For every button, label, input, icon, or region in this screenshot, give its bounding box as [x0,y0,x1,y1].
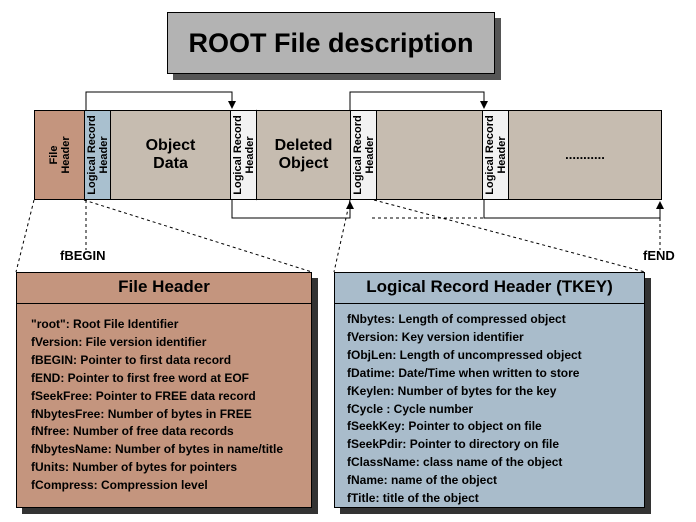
seg-lrh-1: Logical Record Header [85,111,111,199]
label-file-header: File Header [47,136,72,174]
field-line: fCompress: Compression level [31,478,208,493]
field-line: fClassName: class name of the object [347,455,563,470]
file-header-panel: File Header "root": Root File Identifier… [16,272,312,508]
field-line: fSeekKey: Pointer to object on file [347,419,542,434]
arrow-bottom-1 [231,200,354,219]
page-title: ROOT File description [188,27,474,58]
tkey-panel: Logical Record Header (TKEY) fNbytes: Le… [334,272,645,508]
field-line: fNbytes: Length of compressed object [347,312,566,326]
field-line: fBEGIN: Pointer to first data record [31,352,232,367]
field-line: fObjLen: Length of uncompressed object [347,347,582,362]
field-line: fName: name of the object [347,473,498,488]
field-line: fCycle : Cycle number [347,401,474,416]
seg-lrh-3: Logical Record Header [351,111,377,199]
fbegin-label: fBEGIN [60,248,106,263]
seg-deleted-object: Deleted Object [257,111,351,199]
label-ellipsis: ........... [565,147,605,162]
seg-lrh-4: Logical Record Header [483,111,509,199]
label-lrh-2: Logical Record Header [231,115,256,195]
field-line: fNbytesFree: Number of bytes in FREE [31,406,252,421]
tkey-title: Logical Record Header (TKEY) [366,277,613,296]
tkey-fields: fNbytes: Length of compressed object fVe… [347,311,582,508]
seg-lrh-2: Logical Record Header [231,111,257,199]
arrow-bottom-2 [483,200,664,219]
field-line: fNbytesName: Number of bytes in name/tit… [31,442,284,457]
seg-object-3 [377,111,483,199]
arrow-top-1 [85,91,236,110]
field-line: fSeekFree: Pointer to FREE data record [31,388,256,403]
label-lrh-4: Logical Record Header [483,115,508,195]
field-line: fUnits: Number of bytes for pointers [31,460,238,475]
field-line: fNfree: Number of free data records [31,424,234,439]
field-line: fTitle: title of the object [347,491,479,506]
field-line: fVersion: Key version identifier [347,329,524,344]
field-line: "root": Root File Identifier [31,317,179,331]
file-header-fields: "root": Root File Identifier fVersion: F… [31,316,283,495]
field-line: fVersion: File version identifier [31,334,207,349]
label-deleted-object: Deleted Object [274,137,333,172]
label-lrh-1: Logical Record Header [85,115,110,195]
arrow-top-2 [349,91,488,110]
seg-object-data: Object Data [111,111,231,199]
field-line: fDatime: Date/Time when written to store [347,365,580,380]
file-header-title: File Header [118,277,210,296]
seg-object-4: ........... [509,111,661,199]
fend-label: fEND [643,248,675,263]
title-box: ROOT File description [167,12,495,74]
field-line: fKeylen: Number of bytes for the key [347,383,557,398]
seg-file-header: File Header [35,111,85,199]
label-lrh-3: Logical Record Header [351,115,376,195]
file-strip: File Header Logical Record Header Object… [34,110,662,200]
label-object-data: Object Data [145,137,196,172]
field-line: fEND: Pointer to first free word at EOF [31,370,250,385]
field-line: fSeekPdir: Pointer to directory on file [347,437,560,452]
